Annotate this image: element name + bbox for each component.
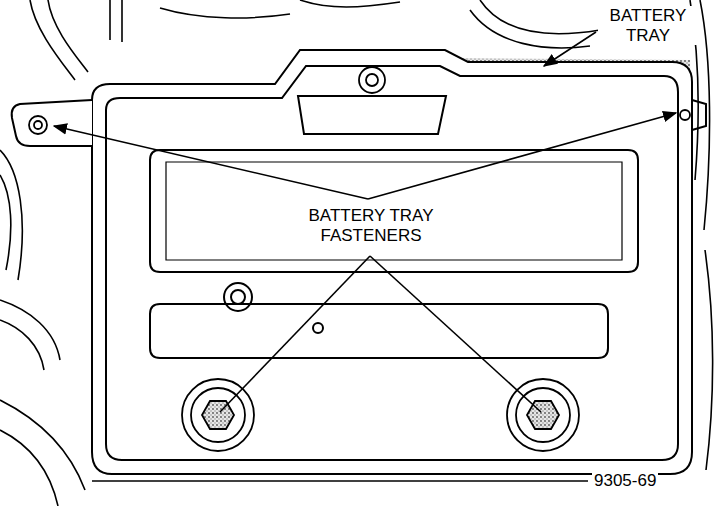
fastener-washer (191, 388, 245, 442)
hose (470, 10, 590, 48)
fastener (680, 110, 690, 120)
fastener (29, 116, 47, 134)
hose (0, 300, 60, 370)
leader-line (54, 126, 368, 199)
wire (30, 0, 75, 80)
hose (705, 250, 713, 470)
fastener-bolt (202, 401, 234, 429)
fastener (34, 121, 42, 129)
hose (0, 150, 22, 280)
figure-rule (92, 480, 588, 481)
fastener-bolt (527, 401, 559, 429)
tray-panel (150, 150, 638, 272)
tray-hole (224, 283, 252, 311)
part-label: BATTERY TRAY FASTENERS (296, 206, 446, 245)
left-flange (12, 100, 92, 146)
tray-hole (313, 323, 323, 333)
leader-line (370, 256, 541, 412)
wire (300, 0, 400, 7)
hose (480, 0, 600, 34)
figure-number: 9305-69 (592, 471, 658, 491)
hose (110, 0, 122, 42)
leader-lines (54, 32, 676, 481)
hose (0, 400, 85, 506)
leader-line (544, 32, 596, 66)
fastener (366, 74, 378, 86)
fasteners (29, 67, 690, 451)
wire (160, 8, 290, 18)
fastener-washer (182, 379, 254, 451)
tray-panel-inner (166, 162, 622, 260)
part-label: BATTERY TRAY (598, 6, 698, 45)
fastener (359, 67, 385, 93)
leader-line (220, 256, 370, 412)
tray-rim (106, 66, 678, 460)
leader-line (368, 113, 676, 199)
battery-tray (12, 50, 706, 474)
wire (48, 0, 88, 72)
tray-hole (231, 290, 245, 304)
tray-bracket (298, 96, 446, 134)
tray-outline (92, 50, 692, 474)
right-flange (692, 100, 706, 130)
tray-lower-panel (150, 304, 608, 358)
